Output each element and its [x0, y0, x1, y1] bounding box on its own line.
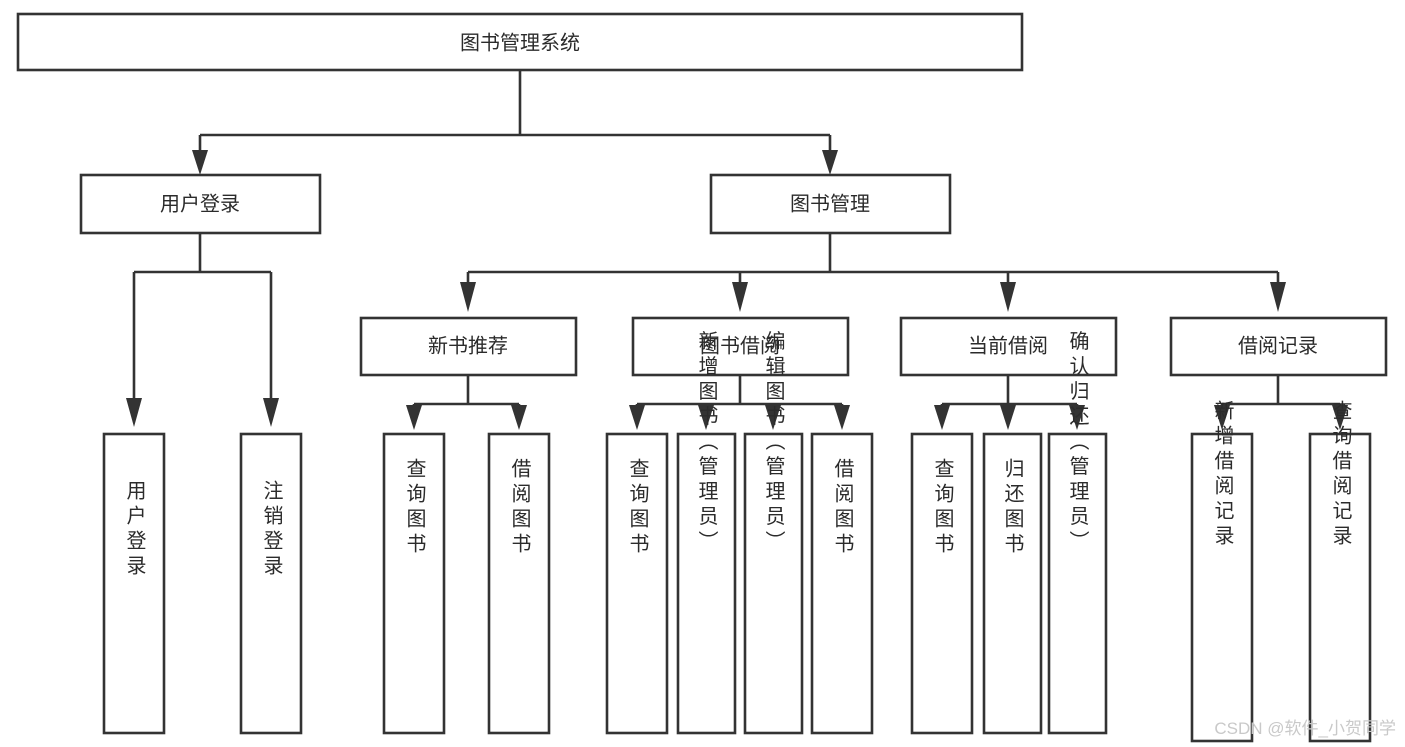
leaf-query-book-borrow[interactable]: 查询图书 — [605, 432, 669, 735]
arrow-to-leaf-return-book — [1000, 405, 1016, 430]
arrow-to-book-borrow — [732, 282, 748, 312]
arrow-to-new-book-recommend — [460, 282, 476, 312]
arrow-to-leaf-query-record — [1332, 405, 1348, 430]
leaf-add-borrow-record-label: 新增借阅记录 — [1211, 400, 1234, 550]
connectors-group — [126, 70, 1348, 430]
node-current-borrow[interactable]: 当前借阅 — [899, 316, 1118, 377]
node-current-borrow-box[interactable] — [899, 316, 1118, 377]
leaf-query-book-current-box[interactable] — [910, 432, 974, 735]
node-new-book-recommend-label: 新书推荐 — [428, 334, 508, 357]
leaf-edit-book-label: 编辑图书（管理员） — [762, 330, 785, 555]
arrow-to-leaf-add-record — [1214, 405, 1230, 430]
node-new-book-recommend[interactable]: 新书推荐 — [359, 316, 578, 377]
leaf-logout-box[interactable] — [239, 432, 303, 735]
arrow-to-current-borrow — [1000, 282, 1016, 312]
leaf-edit-book[interactable]: 编辑图书（管理员） — [743, 330, 804, 735]
connector-bookmgmt-to-level3 — [466, 233, 1280, 287]
node-book-management[interactable]: 图书管理 — [709, 173, 952, 235]
node-book-borrow-box[interactable] — [631, 316, 850, 377]
node-book-borrow[interactable]: 图书借阅 — [631, 316, 850, 377]
leaf-query-book-recommend-box[interactable] — [382, 432, 446, 735]
leaf-confirm-return-box[interactable] — [1047, 432, 1108, 735]
arrow-to-leaf-borrow-book-1 — [511, 405, 527, 430]
leaf-confirm-return[interactable]: 确认归还（管理员） — [1047, 330, 1108, 735]
leaf-borrow-book-recommend[interactable]: 借阅图书 — [487, 432, 551, 735]
leaf-query-book-current-label: 查询图书 — [931, 458, 954, 558]
leaf-query-book-borrow-label: 查询图书 — [626, 458, 649, 558]
node-book-management-label: 图书管理 — [790, 192, 870, 215]
leaf-borrow-book-recommend-label: 借阅图书 — [508, 458, 531, 558]
connector-bookborrow-to-leaves — [635, 375, 844, 412]
leaf-borrow-book-box[interactable] — [810, 432, 874, 735]
arrow-to-leaf-confirm-return — [1069, 405, 1085, 430]
leaf-query-book-recommend-label: 查询图书 — [403, 458, 426, 558]
leaf-borrow-book-recommend-box[interactable] — [487, 432, 551, 735]
node-current-borrow-label: 当前借阅 — [968, 334, 1048, 357]
arrow-to-leaf-add-book — [698, 405, 714, 430]
leaf-add-borrow-record[interactable]: 新增借阅记录 — [1190, 400, 1254, 743]
leaf-return-book-label: 归还图书 — [1001, 458, 1024, 558]
node-borrow-record-box[interactable] — [1169, 316, 1388, 377]
node-new-book-recommend-box[interactable] — [359, 316, 578, 377]
node-book-management-box[interactable] — [709, 173, 952, 235]
node-root-system[interactable]: 图书管理系统 — [16, 12, 1024, 72]
leaf-query-book-borrow-box[interactable] — [605, 432, 669, 735]
leaf-query-borrow-record-box[interactable] — [1308, 432, 1372, 743]
arrow-to-leaf-borrow-book-2 — [834, 405, 850, 430]
node-borrow-record-label: 借阅记录 — [1238, 334, 1318, 357]
leaf-add-book-label: 新增图书（管理员） — [695, 330, 718, 555]
node-user-login[interactable]: 用户登录 — [79, 173, 322, 235]
leaf-user-login[interactable]: 用户登录 — [102, 432, 166, 735]
leaf-query-book-recommend[interactable]: 查询图书 — [382, 432, 446, 735]
csdn-watermark: CSDN @软件_小贺同学 — [1214, 719, 1396, 738]
leaf-add-book[interactable]: 新增图书（管理员） — [676, 330, 737, 735]
node-book-borrow-label: 图书借阅 — [700, 334, 780, 357]
leaf-borrow-book-label: 借阅图书 — [831, 458, 854, 558]
leaf-borrow-book[interactable]: 借阅图书 — [810, 432, 874, 735]
node-borrow-record[interactable]: 借阅记录 — [1169, 316, 1388, 377]
arrow-to-user-login — [192, 150, 208, 175]
leaf-return-book-box[interactable] — [982, 432, 1043, 735]
connector-userlogin-to-leaves — [132, 233, 273, 400]
arrow-to-book-management — [822, 150, 838, 175]
leaf-logout[interactable]: 注销登录 — [239, 432, 303, 735]
node-root-system-label: 图书管理系统 — [460, 31, 580, 54]
leaf-add-borrow-record-box[interactable] — [1190, 432, 1254, 743]
leaf-user-login-label: 用户登录 — [123, 480, 146, 580]
arrow-to-leaf-query-book-1 — [406, 405, 422, 430]
leaf-confirm-return-label: 确认归还（管理员） — [1066, 330, 1089, 555]
leaf-logout-label: 注销登录 — [260, 480, 283, 580]
leaf-query-borrow-record-label: 查询借阅记录 — [1329, 400, 1352, 550]
connector-root-to-level2 — [198, 70, 832, 162]
leaf-query-borrow-record[interactable]: 查询借阅记录 — [1308, 400, 1372, 743]
node-user-login-label: 用户登录 — [160, 192, 240, 215]
arrow-to-leaf-query-book-2 — [629, 405, 645, 430]
leaf-user-login-box[interactable] — [102, 432, 166, 735]
leaf-add-book-box[interactable] — [676, 432, 737, 735]
arrow-to-leaf-logout — [263, 398, 279, 427]
leaf-return-book[interactable]: 归还图书 — [982, 432, 1043, 735]
connector-recommend-to-leaves — [412, 375, 521, 412]
arrow-to-leaf-user-login — [126, 398, 142, 427]
arrow-to-borrow-record — [1270, 282, 1286, 312]
arrow-to-leaf-query-book-3 — [934, 405, 950, 430]
node-user-login-box[interactable] — [79, 173, 322, 235]
connector-borrowrecord-to-leaves — [1220, 375, 1342, 412]
arrow-to-leaf-edit-book — [765, 405, 781, 430]
leaf-query-book-current[interactable]: 查询图书 — [910, 432, 974, 735]
node-root-system-box[interactable] — [16, 12, 1024, 72]
leaf-edit-book-box[interactable] — [743, 432, 804, 735]
